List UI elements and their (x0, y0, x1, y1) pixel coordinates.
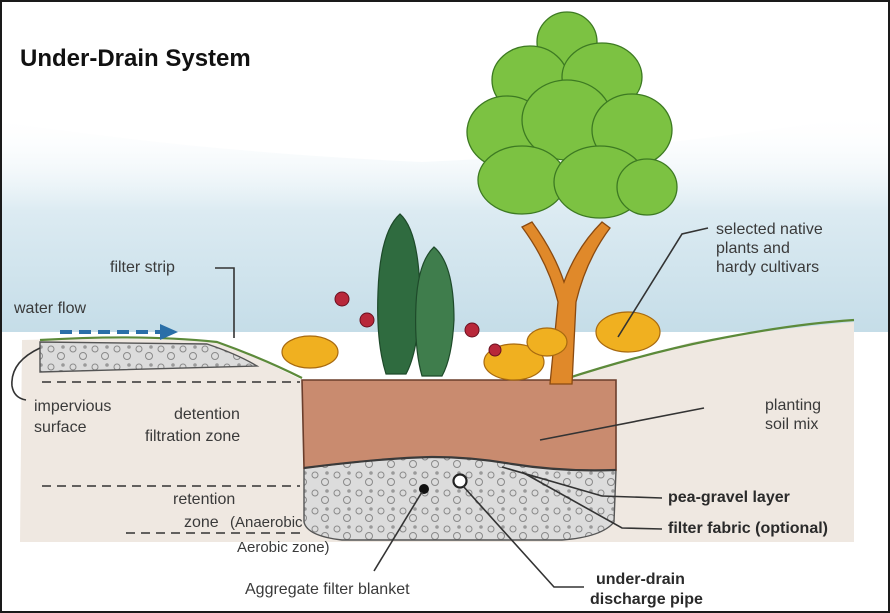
label-aggregate: Aggregate filter blanket (245, 581, 410, 598)
label-native-1: selected native (716, 221, 823, 238)
label-water-flow: water flow (13, 300, 86, 317)
label-impervious-1: impervious (34, 398, 111, 415)
label-filter-fabric: filter fabric (optional) (668, 520, 828, 537)
label-pea-gravel: pea-gravel layer (668, 489, 790, 506)
under-drain-pipe (454, 475, 467, 488)
label-filter-strip: filter strip (110, 259, 175, 276)
label-retention-2: zone (184, 514, 219, 531)
label-native-3: hardy cultivars (716, 259, 819, 276)
tree-canopy (467, 12, 677, 218)
label-planting-1: planting (765, 397, 821, 414)
diagram-title: Under-Drain System (20, 45, 251, 72)
label-planting-2: soil mix (765, 416, 818, 433)
label-anaerobic: (Anaerobic (230, 514, 303, 531)
label-detention-1: detention (174, 406, 240, 423)
label-aerobic: Aerobic zone) (237, 539, 330, 556)
label-impervious-2: surface (34, 419, 87, 436)
label-underdrain-1: under-drain (596, 571, 685, 588)
label-underdrain-2: discharge pipe (590, 591, 703, 608)
label-native-2: plants and (716, 240, 790, 257)
aggregate-marker (419, 484, 429, 494)
label-detention-2: filtration zone (145, 428, 240, 445)
label-retention-1: retention (173, 491, 235, 508)
